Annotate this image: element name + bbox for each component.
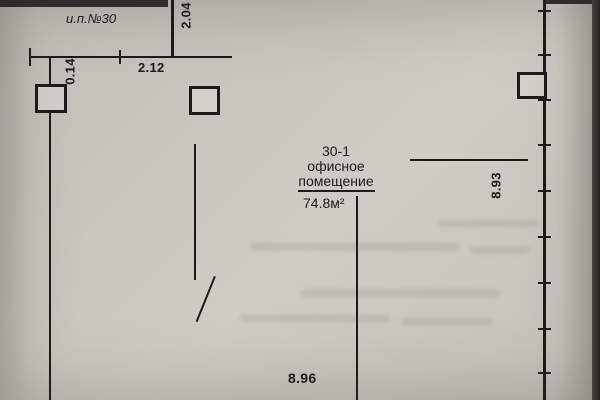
wall-tick bbox=[538, 54, 551, 56]
column-right bbox=[517, 72, 547, 99]
bleed-through-text bbox=[402, 318, 492, 325]
entry-wall-vertical bbox=[171, 0, 174, 58]
scan-edge-top-right bbox=[545, 0, 600, 4]
room-type-line1: офисное bbox=[307, 158, 365, 174]
room-area: 74.8м² bbox=[303, 195, 345, 211]
bleed-through-text bbox=[438, 220, 538, 227]
scan-edge-right bbox=[592, 0, 600, 400]
dimension-2-04: 2.04 bbox=[178, 2, 194, 29]
bleed-through-text bbox=[470, 247, 530, 254]
column-left bbox=[35, 84, 67, 113]
wall-tick bbox=[538, 236, 551, 238]
wall-tick bbox=[538, 10, 551, 12]
room-number: 30-1 bbox=[321, 143, 351, 159]
dimension-2-12: 2.12 bbox=[138, 60, 165, 75]
wall-tick bbox=[538, 190, 551, 192]
wall-tick bbox=[538, 144, 551, 146]
top-wall-mid-tick bbox=[119, 50, 121, 64]
unit-label: и.п.№30 bbox=[66, 11, 117, 26]
room-label-underline bbox=[298, 190, 375, 192]
bleed-through-text bbox=[250, 243, 460, 251]
dimension-8-93: 8.93 bbox=[488, 172, 504, 199]
left-wall bbox=[49, 56, 51, 400]
interior-partition-wall bbox=[194, 144, 196, 280]
right-wall bbox=[543, 0, 546, 400]
center-dimension-line bbox=[356, 196, 358, 400]
top-wall-line bbox=[30, 56, 232, 58]
wall-tick bbox=[538, 282, 551, 284]
top-wall-left-tick bbox=[29, 48, 31, 66]
bleed-through-text bbox=[240, 315, 390, 322]
column-center bbox=[189, 86, 220, 115]
wall-tick bbox=[538, 328, 551, 330]
door-swing-line bbox=[195, 276, 216, 323]
room-label: 30-1 офисное помещение bbox=[278, 144, 394, 189]
wall-tick bbox=[538, 372, 551, 374]
dimension-0-14: 0.14 bbox=[62, 58, 78, 85]
right-partition-line bbox=[410, 159, 528, 161]
dimension-8-96: 8.96 bbox=[288, 370, 317, 386]
bleed-through-text bbox=[300, 289, 500, 297]
room-type-line2: помещение bbox=[298, 173, 374, 189]
scan-edge-top-left bbox=[0, 0, 168, 7]
wall-tick bbox=[538, 99, 551, 101]
